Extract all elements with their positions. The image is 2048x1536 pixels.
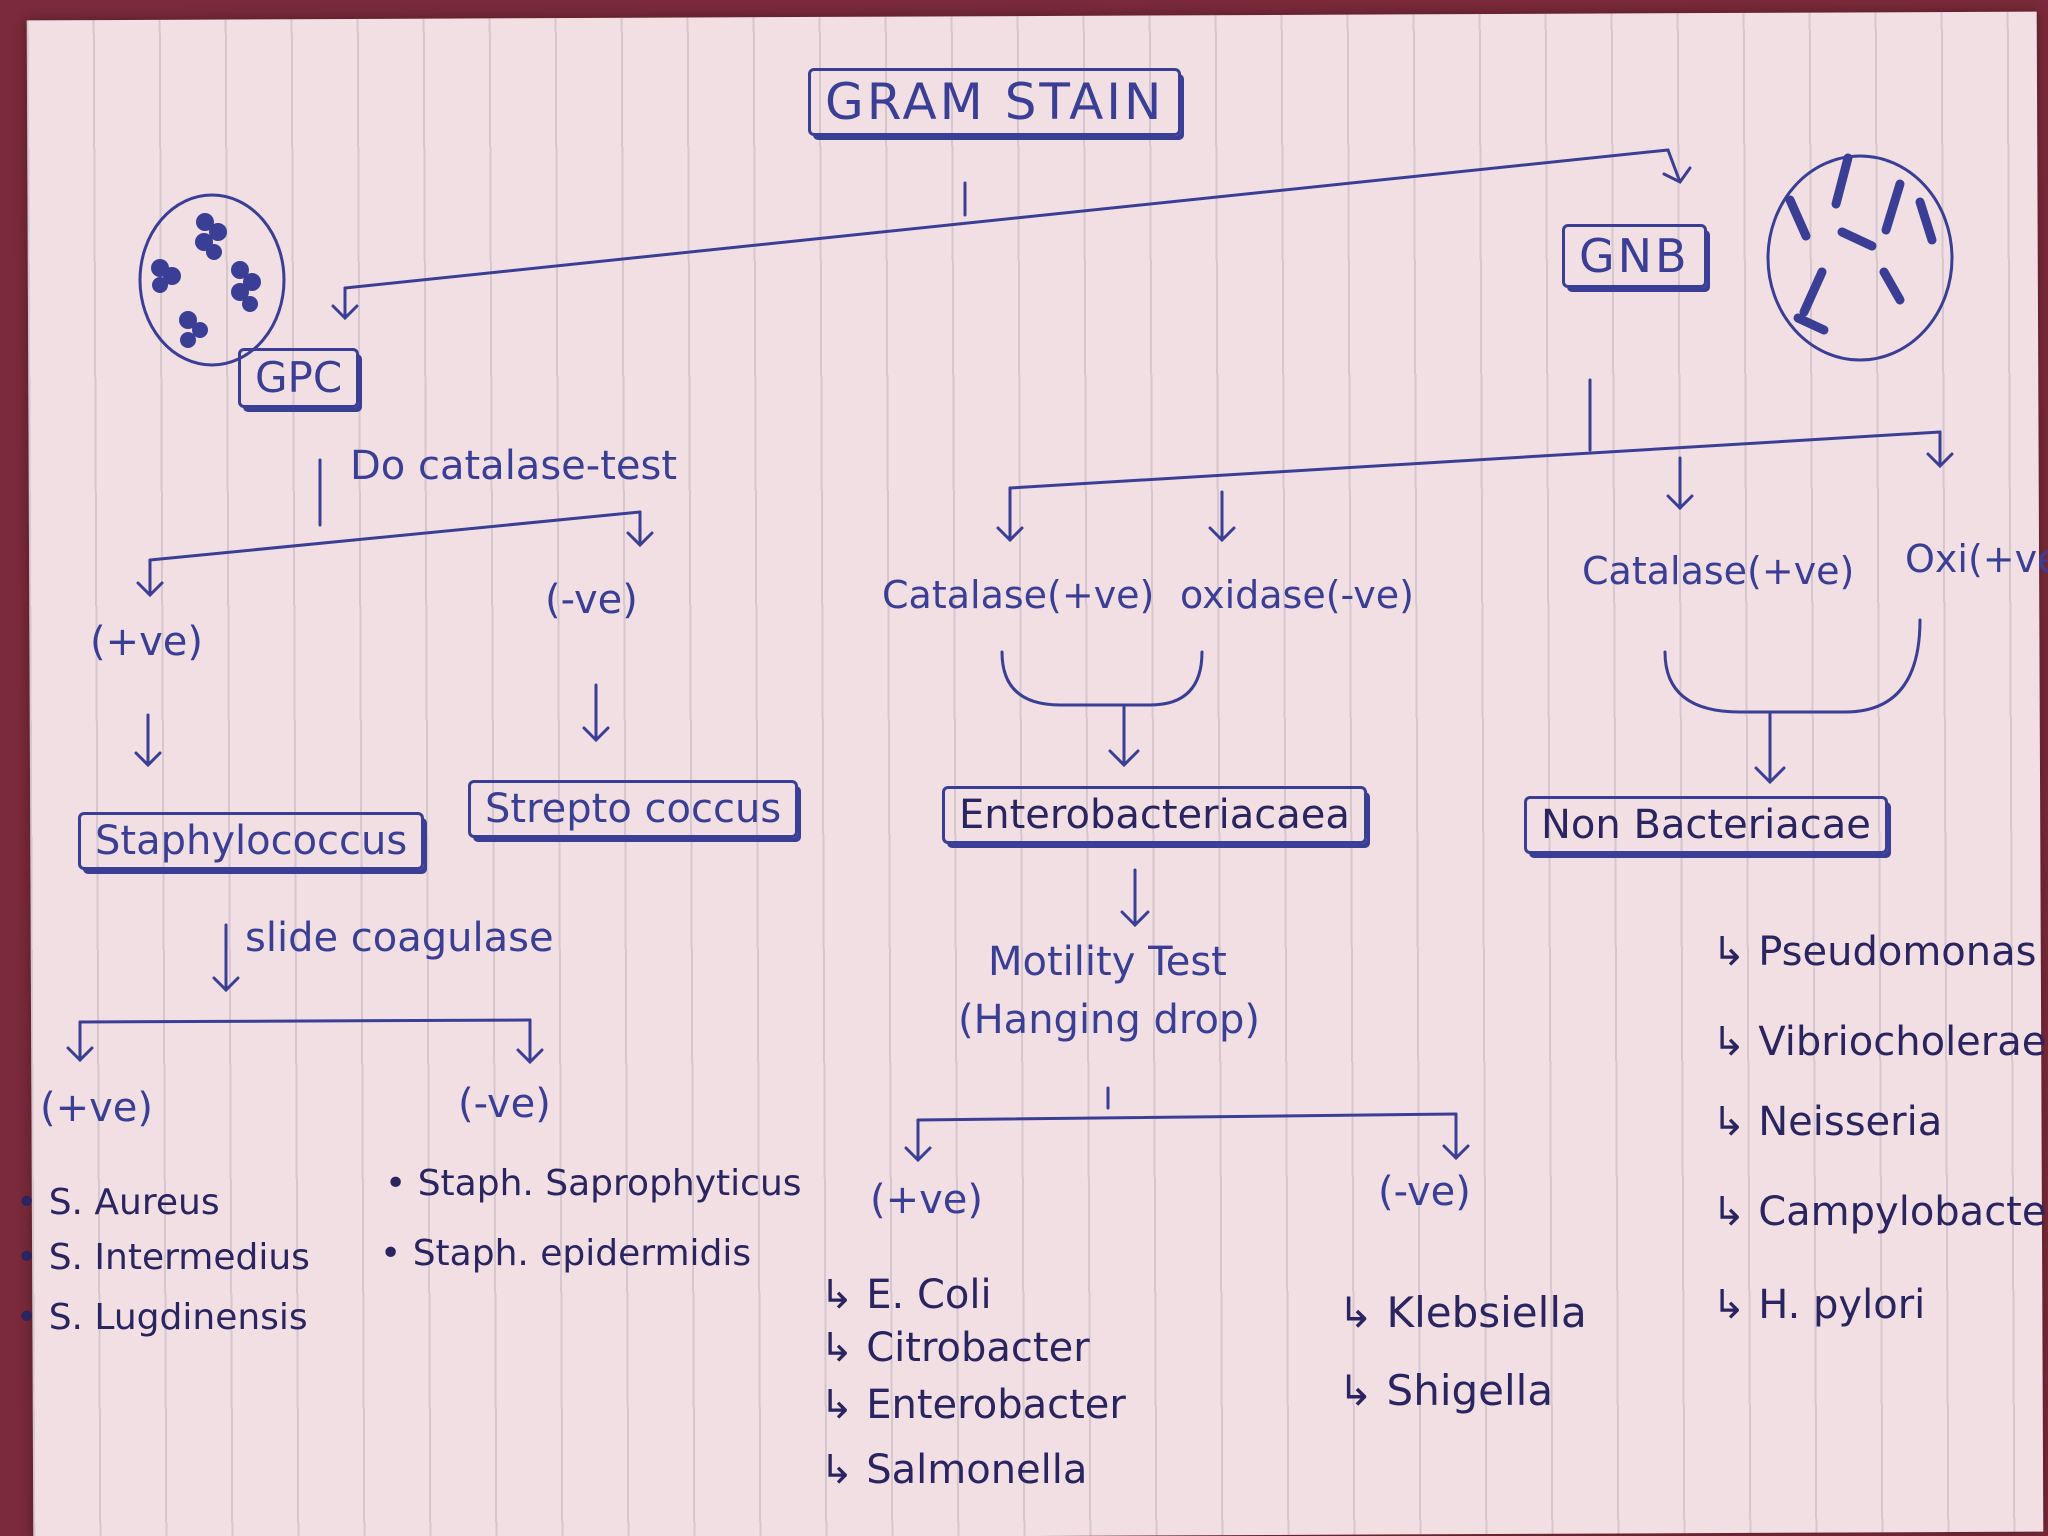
species-s-lugdinensis: S. Lugdinensis (48, 1297, 308, 1338)
arrow-to-strep (582, 683, 610, 743)
list-item: • S. Lugdinensis (16, 1297, 308, 1338)
list-item: ↳ Citrobacter (820, 1325, 1090, 1371)
gpc-catalase-pos: (+ve) (90, 619, 204, 665)
arrow-to-mot-pos (904, 1118, 932, 1163)
gnb-catalase-pos-1: Catalase(+ve) (882, 573, 1155, 617)
line-catalase-split (148, 510, 642, 562)
organism-klebsiella: Klebsiella (1386, 1288, 1587, 1337)
line-gram-split (343, 148, 1670, 290)
arrow-to-coag-pos (66, 1020, 94, 1063)
slide-coagulase-note: slide coagulase (245, 915, 554, 961)
arrow-to-cat1 (996, 486, 1024, 543)
gpc-microscope-icon (138, 193, 286, 367)
gnb-oxidase-neg: oxidase(-ve) (1180, 573, 1414, 617)
gnb-catalase-pos-2: Catalase(+ve) (1582, 549, 1855, 593)
organism-citrobacter: Citrobacter (866, 1325, 1090, 1371)
staphylococcus-box: Staphylococcus (78, 812, 425, 870)
species-s-aureus: S. Aureus (48, 1182, 220, 1223)
gpc-box: GPC (238, 348, 360, 408)
arrow-coagulase-stem (212, 923, 240, 993)
streptococcus-box: Strepto coccus (468, 780, 799, 838)
coagulase-pos: (+ve) (40, 1085, 154, 1131)
gnb-box: GNB (1562, 224, 1707, 288)
motility-test-label: Motility Test (988, 939, 1227, 985)
arrow-to-mot-neg (1442, 1112, 1470, 1161)
list-item: ↳ Vibriocholerae (1712, 1019, 2047, 1065)
organism-campylobacter: Campylobacter (1758, 1189, 2048, 1235)
gpc-catalase-neg: (-ve) (545, 577, 638, 623)
arrow-to-gpc-neg (626, 510, 654, 548)
arrow-to-entero (1108, 703, 1140, 768)
organism-enterobacter: Enterobacter (866, 1382, 1126, 1428)
list-item: ↳ Salmonella (820, 1447, 1088, 1493)
species-staph-epidermidis: Staph. epidermidis (412, 1233, 752, 1274)
title-gram-stain: GRAM STAIN (808, 68, 1182, 136)
brace-entero (1000, 650, 1204, 707)
brace-nonbact (1663, 618, 1922, 714)
arrow-to-gnb (1662, 148, 1692, 184)
coagulase-neg: (-ve) (458, 1081, 551, 1127)
list-item: ↳ Enterobacter (820, 1382, 1126, 1428)
arrow-to-motility (1120, 868, 1150, 928)
organism-neisseria: Neisseria (1758, 1099, 1943, 1145)
line-gnb-split (1008, 430, 1942, 490)
species-s-intermedius: S. Intermedius (48, 1237, 310, 1278)
list-item: ↳ H. pylori (1712, 1282, 1926, 1328)
organism-salmonella: Salmonella (866, 1447, 1088, 1493)
arrow-to-nonbact (1754, 710, 1786, 785)
arrow-to-coag-neg (516, 1018, 544, 1065)
list-item: ↳ Pseudomonas (1712, 929, 2037, 975)
organism-h-pylori: H. pylori (1758, 1282, 1926, 1328)
list-item: ↳ Shigella (1338, 1366, 1554, 1415)
non-bacteriaceae-box: Non Bacteriacae (1524, 796, 1888, 854)
organism-vibrio-cholerae: Vibriocholerae (1758, 1019, 2047, 1065)
enterobacteriaceae-box: Enterobacteriacaea (942, 786, 1367, 844)
arrow-to-staph (134, 713, 162, 768)
arrow-to-ox-neg (1208, 490, 1236, 543)
arrow-to-cat2 (1666, 456, 1694, 511)
gnb-microscope-icon (1766, 153, 1954, 362)
line-coagulase-split (78, 1018, 532, 1024)
list-item: • Staph. epidermidis (380, 1233, 752, 1274)
line-motility-split (916, 1112, 1458, 1122)
organism-e-coli: E. Coli (866, 1272, 992, 1318)
list-item: • Staph. Saprophyticus (385, 1163, 802, 1204)
hanging-drop-label: (Hanging drop) (958, 997, 1260, 1043)
list-item: ↳ E. Coli (820, 1272, 992, 1318)
list-item: ↳ Klebsiella (1338, 1288, 1587, 1337)
gpc-catalase-note: Do catalase-test (350, 443, 678, 489)
organism-pseudomonas: Pseudomonas (1758, 929, 2037, 975)
list-item: ↳ Neisseria (1712, 1099, 1943, 1145)
motility-pos: (+ve) (870, 1177, 984, 1223)
list-item: • S. Aureus (16, 1182, 220, 1223)
list-item: ↳ Campylobacter (1712, 1192, 2048, 1232)
arrow-to-gpc (331, 286, 359, 321)
arrow-to-ox-pos (1926, 430, 1954, 469)
arrow-to-gpc-pos (136, 558, 164, 598)
organism-shigella: Shigella (1386, 1366, 1554, 1415)
list-item: • S. Intermedius (16, 1237, 310, 1278)
motility-neg: (-ve) (1378, 1169, 1471, 1215)
gnb-oxidase-pos: Oxi(+ve) (1905, 537, 2048, 581)
species-staph-saprophyticus: Staph. Saprophyticus (417, 1163, 802, 1204)
